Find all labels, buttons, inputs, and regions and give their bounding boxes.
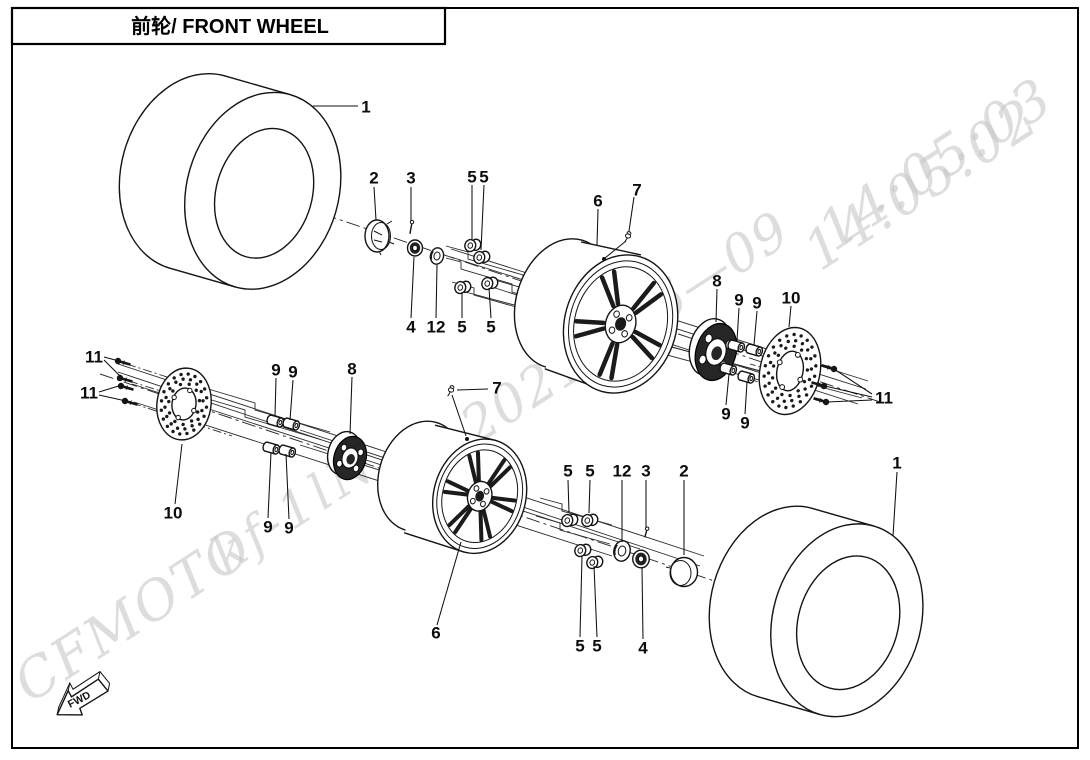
callout-nut4-upper: 4 — [406, 318, 416, 337]
wheel-nut-part — [473, 250, 491, 265]
flat-washer-part — [613, 540, 631, 562]
brake-disc-lower — [156, 367, 212, 441]
callout-nut5-lower-c: 5 — [575, 637, 584, 656]
castle-nut-part — [632, 549, 650, 569]
spacer-bushing-part — [719, 362, 738, 376]
page-title: 前轮/ FRONT WHEEL — [131, 14, 329, 38]
exploded-parts — [56, 72, 924, 718]
callout-disc-upper: 10 — [782, 289, 801, 308]
callout-spacer9-upper-a: 9 — [734, 291, 743, 310]
callout-hub-upper: 8 — [712, 272, 721, 291]
watermark-time-secondary: 14:05:03 — [807, 65, 1065, 263]
rim-spokes — [442, 450, 517, 542]
callout-spacer9-lower-a: 9 — [271, 361, 280, 380]
wheel-rim-upper — [513, 238, 679, 394]
cotter-pin-part — [409, 219, 415, 235]
brake-disc-upper — [758, 326, 822, 416]
callout-cap-lower: 2 — [679, 462, 688, 481]
callout-rim-upper: 6 — [593, 192, 602, 211]
wheel-nut-part — [464, 238, 482, 253]
wheel-nut-part — [481, 276, 499, 291]
callout-nut5-upper-a: 5 — [467, 168, 476, 187]
callout-bolts11-upper: 11 — [875, 389, 893, 408]
wheel-nut-part — [454, 280, 472, 295]
callout-nut5-upper-d: 5 — [486, 318, 495, 337]
callout-tire-lower: 1 — [892, 454, 901, 473]
wheel-nut-part — [586, 555, 604, 570]
callout-spacer9-lower-d: 9 — [284, 519, 293, 538]
callout-valve-upper: 7 — [632, 181, 641, 200]
callout-spacer9-upper-b: 9 — [752, 294, 761, 313]
callout-labels: 1 2 3 5 5 6 7 4 12 5 5 8 9 9 10 9 9 11 1… — [80, 98, 902, 658]
rim-spokes — [573, 269, 664, 381]
spacer-bushing-part — [745, 343, 764, 357]
callout-nut5-lower-a: 5 — [563, 462, 572, 481]
callout-nut5-lower-d: 5 — [592, 637, 601, 656]
disc-bolt-part — [821, 364, 838, 373]
wheel-nut-part — [574, 543, 592, 558]
callout-spacer9-upper-c: 9 — [721, 405, 730, 424]
castle-nut-part — [406, 239, 424, 257]
callout-valve-lower: 7 — [492, 379, 501, 398]
callout-bolts11-lower-a: 11 — [85, 348, 103, 367]
callout-cap-upper: 2 — [369, 169, 378, 188]
wheel-nut-part — [581, 513, 599, 528]
tire-upper — [118, 72, 342, 290]
hub-cap-part — [364, 219, 395, 256]
spacer-bushing-part — [278, 444, 297, 458]
disc-bolt-part — [116, 374, 133, 383]
callout-washer12-lower: 12 — [613, 462, 632, 481]
disc-bolt-part — [117, 382, 134, 391]
spacer-bushing-part — [737, 370, 756, 384]
callout-disc-lower: 10 — [164, 504, 183, 523]
callout-spacer9-lower-c: 9 — [263, 518, 272, 537]
callout-hub-lower: 8 — [347, 360, 356, 379]
callout-rim-lower: 6 — [431, 624, 440, 643]
fwd-arrow — [56, 670, 111, 716]
flat-washer-part — [429, 247, 445, 265]
tire-lower — [708, 505, 924, 718]
callout-bolts11-lower-b: 11 — [80, 384, 98, 403]
disc-bolt-part — [114, 357, 131, 366]
leader-lines — [98, 105, 898, 640]
callout-pin-lower: 3 — [641, 462, 650, 481]
callout-nut4-lower: 4 — [638, 639, 648, 658]
title-box — [10, 6, 447, 46]
wheel-rim-lower — [376, 420, 528, 555]
callout-spacer9-upper-d: 9 — [740, 414, 749, 433]
spacer-bushing-part — [727, 339, 746, 353]
callout-spacer9-lower-b: 9 — [288, 363, 297, 382]
disc-bolt-part — [811, 381, 828, 390]
wheel-hub-lower — [326, 430, 368, 481]
spacer-bushing-part — [282, 417, 301, 431]
valve-stem-part — [447, 385, 455, 397]
hub-cap-part — [665, 556, 699, 588]
spacer-bushing-part — [266, 414, 285, 428]
wheel-nut-part — [561, 513, 579, 528]
page-border — [11, 7, 1079, 749]
callout-nut5-upper-b: 5 — [479, 168, 488, 187]
callout-washer12-upper: 12 — [427, 318, 446, 337]
disc-bolt-part — [813, 397, 830, 406]
spacer-bushing-part — [262, 441, 281, 455]
callout-tire-upper: 1 — [361, 98, 370, 117]
callout-nut5-lower-b: 5 — [585, 462, 594, 481]
callout-nut5-upper-c: 5 — [457, 318, 466, 337]
callout-pin-upper: 3 — [406, 169, 415, 188]
